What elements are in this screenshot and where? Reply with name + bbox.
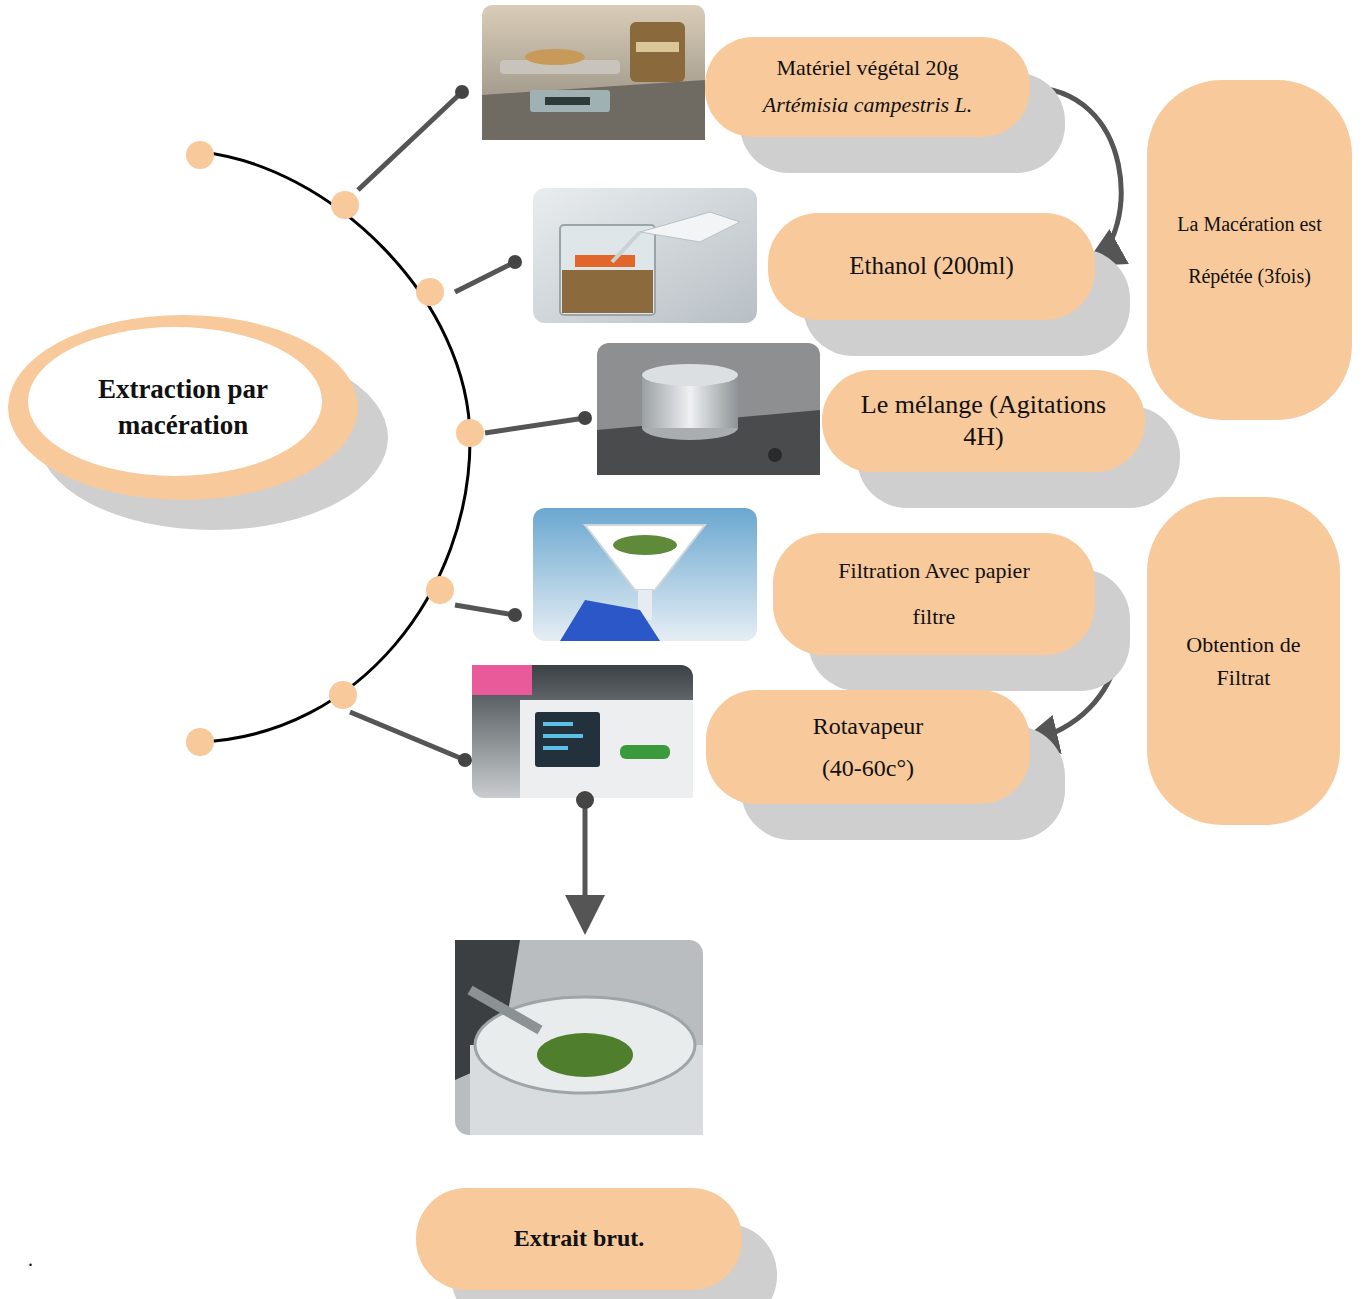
screen-line <box>543 734 583 738</box>
step-text: Filtration Avec papier filtre <box>834 548 1034 640</box>
photo-ground <box>597 343 820 475</box>
stray-mark: . <box>28 1248 33 1271</box>
arrow-start-dot <box>576 791 594 809</box>
step-text: Matériel végétal 20g <box>776 54 958 83</box>
step-text: Ethanol (200ml) <box>849 250 1014 283</box>
ellipse-inner <box>28 327 322 476</box>
leader-line <box>485 418 585 433</box>
beaker <box>560 225 655 315</box>
leader-end <box>508 255 522 269</box>
leader-end <box>578 411 592 425</box>
title-ellipse: Extraction par macération <box>8 315 358 500</box>
step-box: La Macération est Répétée (3fois) <box>1147 80 1352 420</box>
leader-end <box>458 753 472 767</box>
balance-body <box>482 80 705 140</box>
screen-line <box>543 722 573 726</box>
step-text: Artémisia campestris L. <box>763 91 973 120</box>
arc-dot <box>456 419 484 447</box>
step-text: Le mélange (Agitations 4H) <box>859 389 1109 454</box>
photo-balance <box>482 5 705 140</box>
green-extract <box>537 1033 633 1077</box>
arc-dot <box>416 278 444 306</box>
flask-neck <box>470 990 540 1030</box>
flow-arrow <box>583 800 588 925</box>
leader-line <box>455 605 515 615</box>
powder <box>562 270 653 313</box>
step-box: Ethanol (200ml) <box>768 213 1095 320</box>
step-box: Rotavapeur (40-60c°) <box>706 690 1030 804</box>
step-text: Extraction par macération <box>78 372 288 442</box>
filter-paper <box>585 525 705 590</box>
blue-glove <box>560 600 660 641</box>
step-text: La Macération est Répétée (3fois) <box>1175 198 1325 302</box>
foil-top <box>642 364 738 386</box>
leader-line <box>455 262 515 292</box>
glove-hand <box>640 212 740 242</box>
step-box: Matériel végétal 20gArtémisia campestris… <box>705 37 1030 137</box>
green-extract <box>613 535 677 555</box>
beaker-mark <box>575 255 635 267</box>
screen-line <box>543 746 568 750</box>
pipette <box>612 232 640 262</box>
photo-ground <box>533 188 757 323</box>
display-digits <box>545 97 590 105</box>
photo-ground <box>455 940 703 1135</box>
arc-dot <box>329 681 357 709</box>
ellipse-ring <box>8 315 358 500</box>
leader-line <box>358 92 462 190</box>
arc-dot <box>186 728 214 756</box>
step-text: Extrait brut. <box>514 1223 645 1254</box>
step-box: Obtention de Filtrat <box>1147 497 1340 825</box>
photo-ground <box>472 665 693 798</box>
photo-beaker <box>533 188 757 323</box>
photo-ground <box>482 5 705 140</box>
photo-rotavapor <box>472 665 693 798</box>
leader-line <box>350 712 465 760</box>
photo-stirrer <box>597 343 820 475</box>
arc-dot <box>426 576 454 604</box>
powder <box>525 49 585 65</box>
step-box: Filtration Avec papier filtre <box>773 533 1095 655</box>
arc-dot <box>331 191 359 219</box>
photo-ground <box>533 508 757 641</box>
pink-flask <box>472 665 532 695</box>
rotavapor-screen <box>535 712 600 767</box>
photo-filtration <box>533 508 757 641</box>
jar <box>630 22 685 82</box>
arc-dot <box>186 141 214 169</box>
jar-label <box>636 42 679 52</box>
rotavapor-body <box>520 700 693 798</box>
step-text: Obtention de Filtrat <box>1169 628 1319 694</box>
display <box>530 90 610 112</box>
step-box: Le mélange (Agitations 4H) <box>822 370 1145 472</box>
leader-end <box>455 85 469 99</box>
step-box: Extrait brut. <box>416 1188 742 1290</box>
photo-extract <box>455 940 703 1135</box>
knob <box>768 448 782 462</box>
leader-end <box>508 608 522 622</box>
step-text: Rotavapeur (40-60c°) <box>793 705 943 789</box>
ellipse-outline <box>8 315 358 500</box>
rotavapor-switch <box>620 745 670 759</box>
